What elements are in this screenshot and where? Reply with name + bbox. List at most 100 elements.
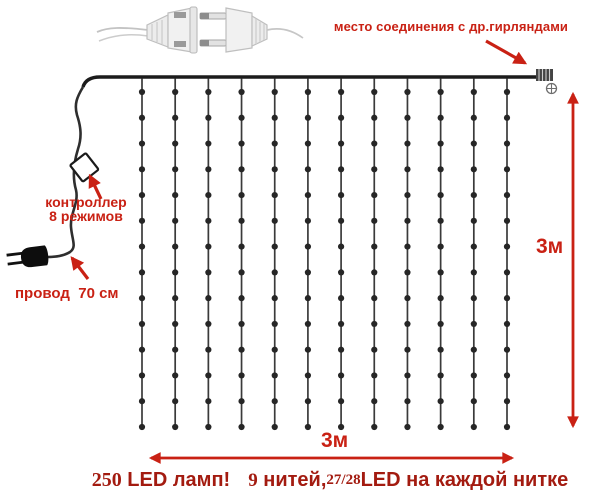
led-lamp (172, 295, 179, 302)
led-lamp (503, 295, 511, 302)
led-lamp (172, 243, 179, 250)
led-lamp (304, 140, 312, 147)
led-lamp (271, 346, 278, 353)
led-lamp (304, 243, 312, 250)
led-lamp (503, 346, 511, 353)
led-lamp (205, 372, 212, 379)
led-lamp (172, 166, 179, 173)
led-lamp (404, 423, 411, 431)
led-lamp (271, 320, 278, 328)
caption-threads-count: 9 (248, 470, 258, 491)
cable-arrow (70, 256, 90, 280)
led-lamp (205, 269, 212, 276)
led-lamp (503, 269, 511, 276)
led-lamp (138, 423, 146, 431)
coupler-clip-bottom (174, 41, 186, 47)
led-lamp (138, 140, 146, 147)
led-lamp (271, 114, 278, 121)
led-lamp (238, 88, 245, 96)
caption-per-thread-text: LED на каждой нитке (360, 469, 569, 491)
led-lamp (437, 372, 444, 379)
led-lamp (371, 372, 378, 379)
cable-length-label: провод 70 см (15, 285, 119, 302)
led-lamp (503, 140, 511, 147)
led-lamp (172, 140, 179, 147)
controller-arrow (88, 173, 103, 200)
caption-threads-text: нитей, (257, 469, 327, 491)
led-lamp (238, 346, 245, 353)
power-plug-icon (6, 245, 49, 268)
main-wire (81, 75, 537, 88)
led-lamp (304, 372, 312, 379)
led-lamp (304, 423, 312, 431)
led-lamp (271, 88, 278, 96)
height-dimension-label: 3м (536, 235, 564, 258)
led-lamp (437, 140, 444, 147)
led-lamp (138, 191, 146, 199)
led-lamp (371, 88, 378, 96)
led-lamp (404, 320, 411, 328)
led-lamp (304, 295, 312, 302)
led-lamp (503, 88, 511, 96)
led-lamp (304, 191, 312, 199)
led-lamp (371, 269, 378, 276)
led-lamp (304, 166, 312, 173)
led-lamp (271, 243, 278, 250)
led-lamp (437, 114, 444, 121)
led-lamp (138, 346, 146, 353)
led-lamp (238, 243, 245, 250)
led-lamp (271, 269, 278, 276)
led-lamp (404, 114, 411, 121)
led-lamp (138, 295, 146, 302)
led-lamp (437, 269, 444, 276)
led-lamp (337, 191, 345, 199)
plug-wire-left-2 (98, 34, 149, 42)
led-lamp (404, 191, 411, 199)
led-lamp (404, 372, 411, 379)
led-lamp (304, 88, 312, 96)
led-lamp (437, 217, 444, 224)
led-lamp (172, 372, 179, 379)
plug-ridges (255, 19, 265, 44)
led-lamp (337, 114, 345, 121)
led-lamp (337, 295, 345, 302)
led-lamp (470, 320, 477, 328)
led-lamp (304, 346, 312, 353)
led-lamp (404, 217, 411, 224)
led-lamp (337, 217, 345, 224)
led-lamp (503, 114, 511, 121)
led-lamp (271, 398, 278, 405)
led-lamp (238, 166, 245, 173)
led-lamp (470, 269, 477, 276)
led-lamp (172, 88, 179, 96)
led-lamp (404, 295, 411, 302)
led-lamp (337, 88, 345, 96)
led-lamp (404, 243, 411, 250)
led-lamp (205, 166, 212, 173)
led-lamp (371, 423, 378, 431)
led-lamp (205, 398, 212, 405)
led-lamp (238, 372, 245, 379)
led-lamp (437, 295, 444, 302)
connection-arrow (485, 39, 528, 65)
led-lamp (271, 372, 278, 379)
led-lamp (238, 217, 245, 224)
led-lamp (404, 269, 411, 276)
led-lamp (371, 166, 378, 173)
crosshair-icon (545, 82, 558, 95)
connection-label: место соединения с др.гирляндами (333, 19, 568, 34)
led-lamp (371, 320, 378, 328)
led-lamp (138, 217, 146, 224)
led-lamp (371, 114, 378, 121)
led-lamp (404, 346, 411, 353)
led-lamp (337, 423, 345, 431)
led-lamp (503, 191, 511, 199)
led-lamp (205, 320, 212, 328)
led-lamp (503, 320, 511, 328)
led-lamp (304, 320, 312, 328)
led-lamp (271, 423, 278, 431)
led-lamp (138, 166, 146, 173)
led-lamp (437, 88, 444, 96)
